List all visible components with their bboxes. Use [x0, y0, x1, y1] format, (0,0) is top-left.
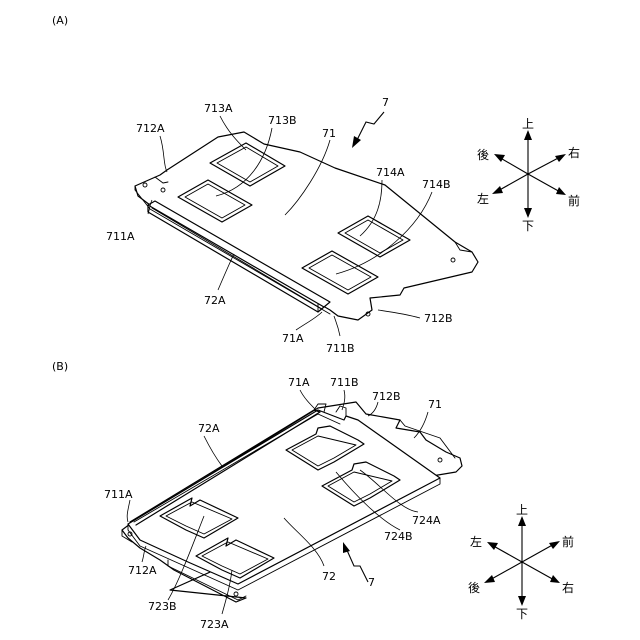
label-714B: 714B — [422, 178, 451, 191]
label-713B: 713B — [268, 114, 297, 127]
label-b-71A: 71A — [288, 376, 310, 389]
dir-a-right-label: 右 — [568, 145, 580, 160]
direction-indicator-b: 上 下 左 前 後 右 — [468, 503, 574, 621]
dir-b-up-label: 上 — [516, 503, 528, 517]
dir-a-down-label: 下 — [522, 219, 534, 233]
figure-b: (B) — [52, 360, 574, 631]
direction-indicator-a: 上 下 後 右 左 前 — [477, 117, 580, 233]
leader-712B — [378, 310, 420, 318]
leader-b-71A — [300, 390, 316, 410]
leader-b-72A — [204, 436, 222, 466]
label-712B: 712B — [424, 312, 453, 325]
label-b-711B: 711B — [330, 376, 359, 389]
arrow-7-head — [352, 136, 361, 148]
dir-a-left-head — [492, 186, 503, 194]
label-b-72A: 72A — [198, 422, 220, 435]
dir-b-back-label: 後 — [468, 581, 480, 595]
label-713A: 713A — [204, 102, 233, 115]
dir-b-front-label: 前 — [562, 534, 574, 549]
label-b-72: 72 — [322, 570, 336, 583]
dir-a-front-label: 前 — [568, 193, 580, 208]
label-b-723B: 723B — [148, 600, 177, 613]
dir-b-right-line — [522, 562, 556, 581]
label-b-723A: 723A — [200, 618, 229, 631]
label-7: 7 — [382, 96, 389, 109]
dir-b-right-label: 右 — [562, 580, 574, 595]
dir-b-front-head — [549, 541, 560, 549]
arrow-b-7-head — [343, 542, 350, 553]
leader-711B — [334, 316, 340, 336]
dir-b-right-head — [550, 575, 560, 583]
leader-b-711A — [127, 500, 130, 522]
dir-a-front-line — [528, 174, 562, 193]
dir-b-down-head — [518, 596, 526, 606]
dir-a-front-head — [556, 187, 566, 195]
leader-72A — [218, 254, 234, 290]
label-72A: 72A — [204, 294, 226, 307]
label-b-712A: 712A — [128, 564, 157, 577]
label-b-712B: 712B — [372, 390, 401, 403]
dir-b-back-head — [484, 575, 495, 583]
hole-b-bottom — [234, 592, 238, 596]
dir-b-down-label: 下 — [516, 607, 528, 621]
dir-a-back-head — [494, 154, 505, 162]
dir-a-up-label: 上 — [522, 117, 534, 131]
label-711B: 711B — [326, 342, 355, 355]
arrow-7-line — [356, 112, 384, 142]
dir-b-left-head — [487, 542, 498, 550]
label-b-71: 71 — [428, 398, 442, 411]
label-71A: 71A — [282, 332, 304, 345]
dir-a-left-label: 左 — [477, 191, 489, 206]
dir-a-right-head — [555, 154, 566, 162]
label-b-7: 7 — [368, 576, 375, 589]
leader-b-712B — [368, 402, 378, 416]
dir-b-up-head — [518, 516, 526, 526]
leader-71A — [296, 312, 322, 330]
dir-a-back-label: 後 — [477, 148, 489, 162]
label-b-711A: 711A — [104, 488, 133, 501]
label-714A: 714A — [376, 166, 405, 179]
dir-b-left-label: 左 — [470, 534, 482, 549]
figure-a-caption: (A) — [52, 14, 68, 27]
dir-a-down-head — [524, 208, 532, 218]
label-b-724B: 724B — [384, 530, 413, 543]
figure-b-caption: (B) — [52, 360, 68, 373]
label-711A: 711A — [106, 230, 135, 243]
label-b-724A: 724A — [412, 514, 441, 527]
label-712A: 712A — [136, 122, 165, 135]
arrow-b-7-line — [346, 548, 368, 582]
label-71: 71 — [322, 127, 336, 140]
dir-a-up-head — [524, 130, 532, 140]
figure-a: (A) — [52, 14, 580, 355]
leader-712A — [160, 136, 167, 172]
